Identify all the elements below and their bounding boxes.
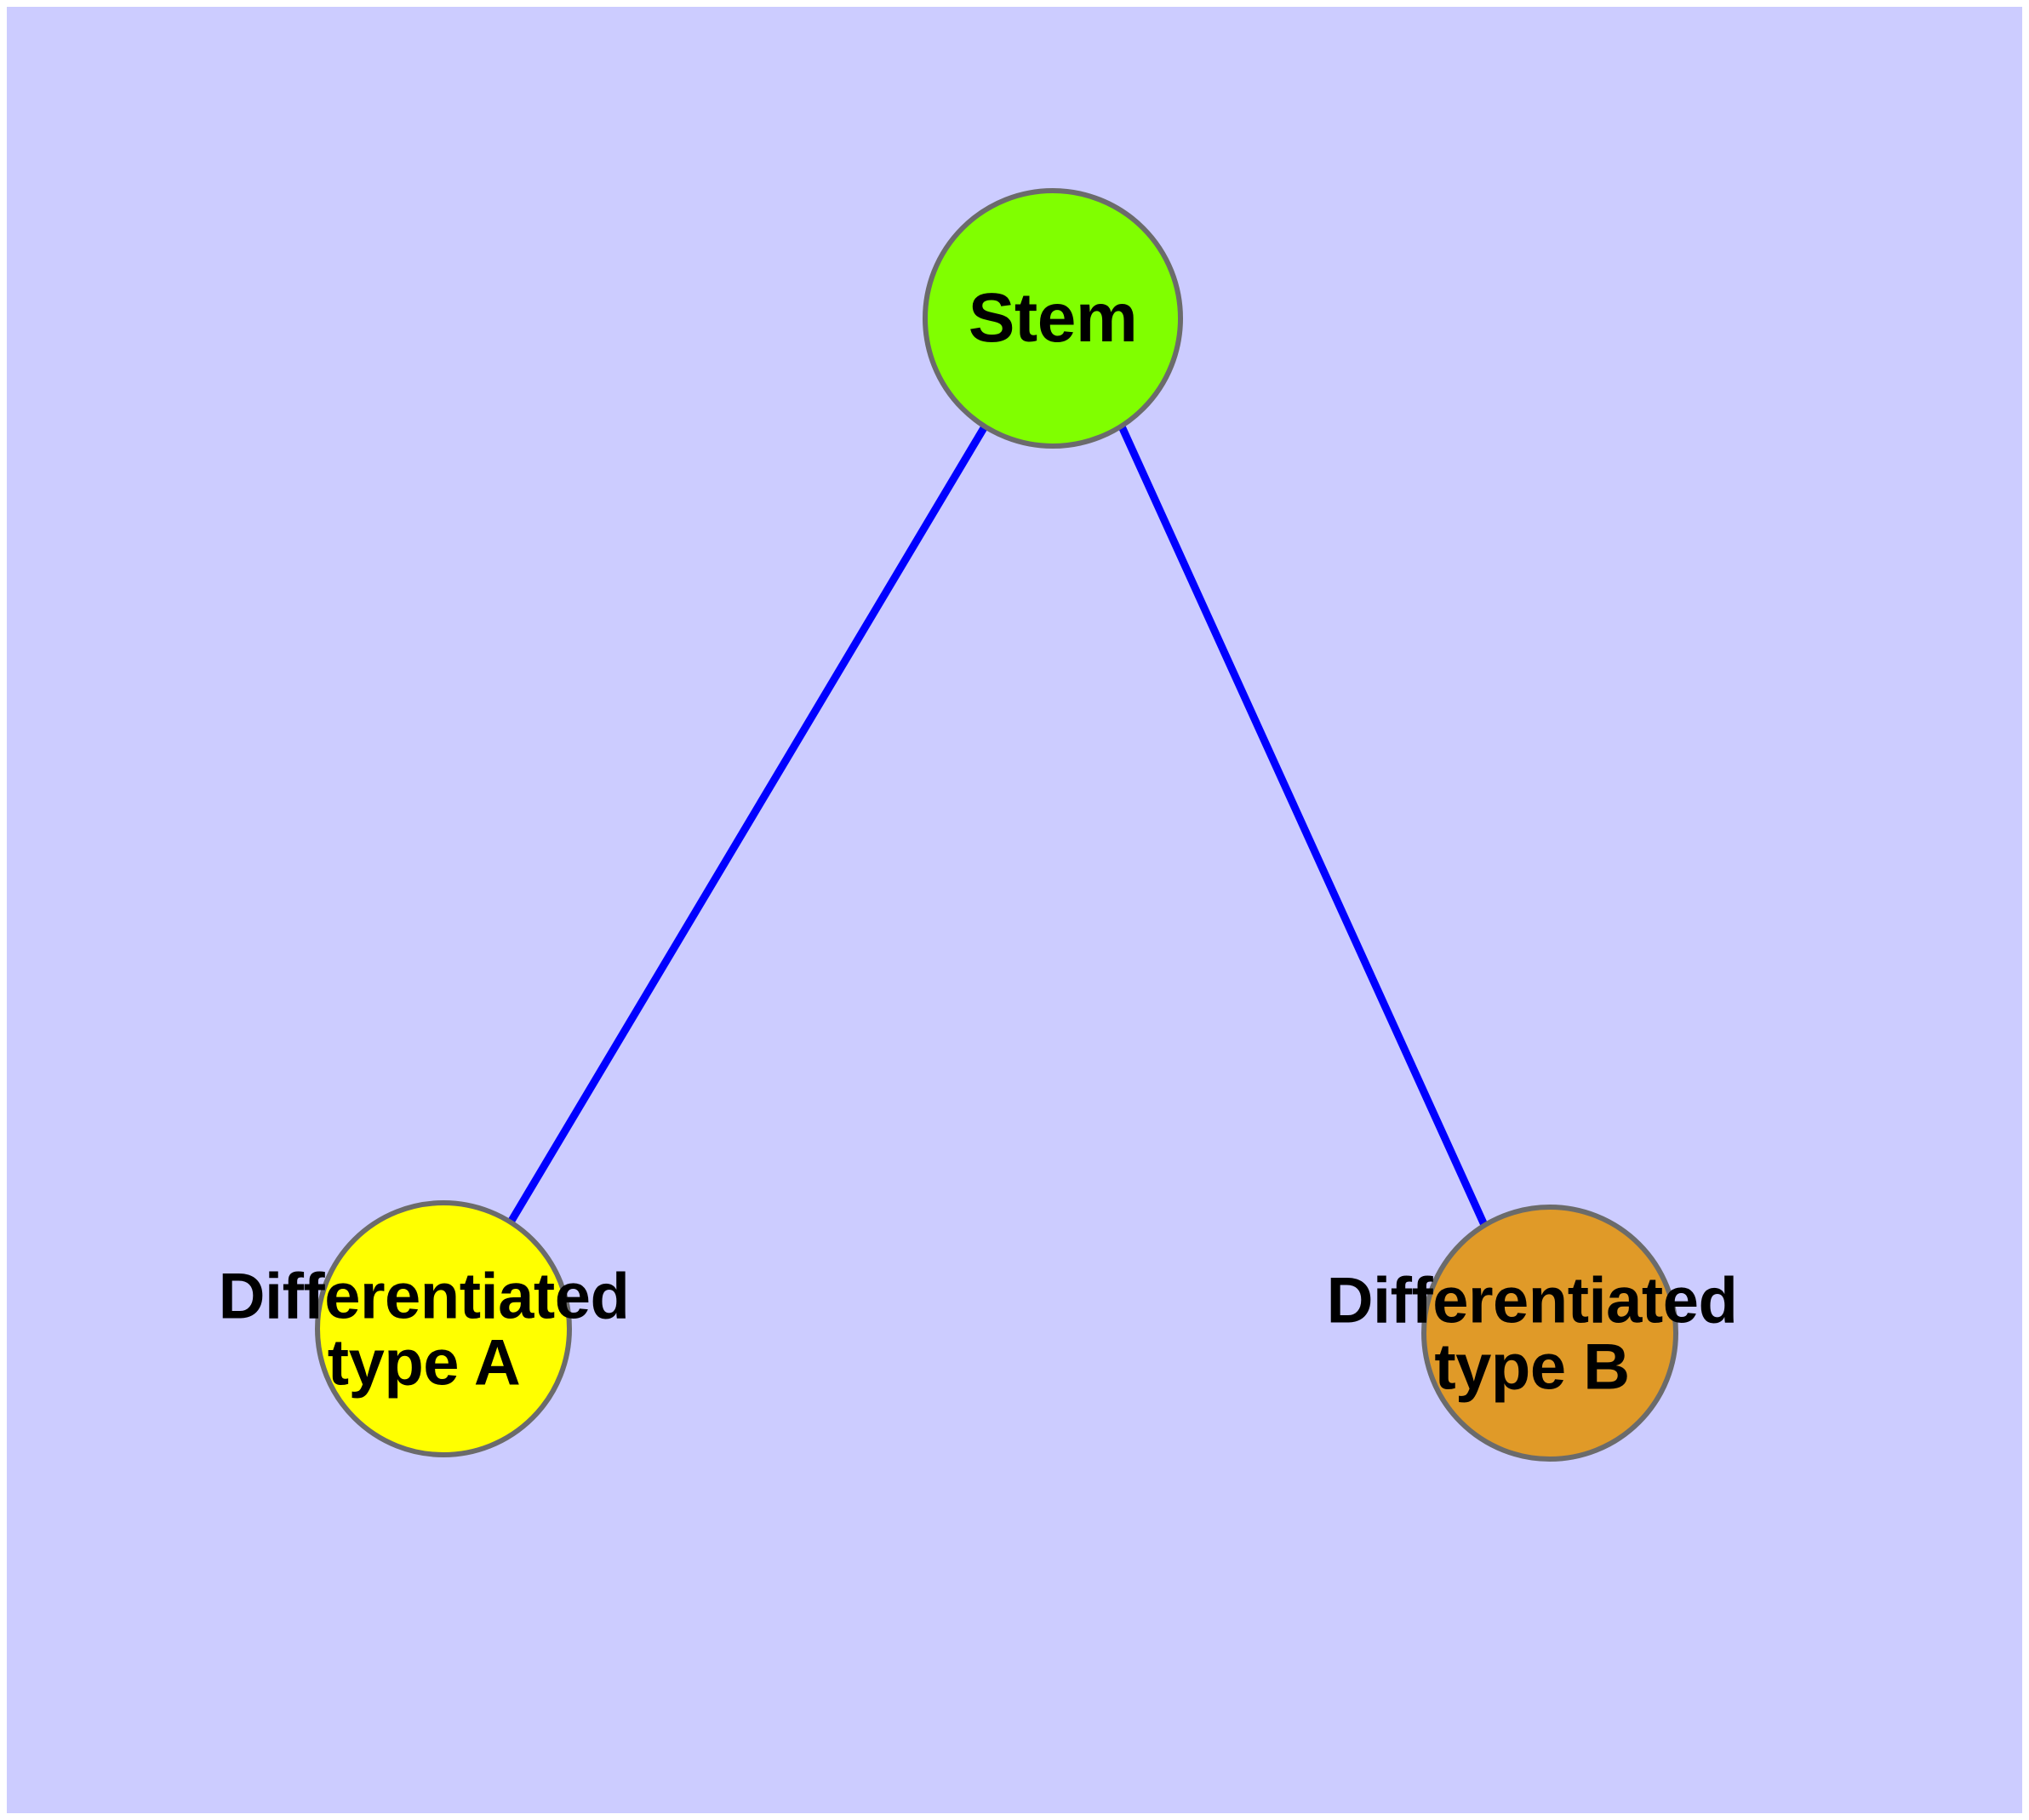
edge-stem-to-differentiated-b: [1117, 425, 1489, 1227]
node-stem[interactable]: [923, 188, 1183, 449]
edge-group: [508, 424, 1489, 1227]
edge-stem-to-differentiated-a: [508, 424, 988, 1223]
node-differentiated-type-b[interactable]: [1421, 1205, 1678, 1462]
node-group: [315, 188, 1678, 1462]
node-differentiated-type-a[interactable]: [315, 1200, 572, 1457]
